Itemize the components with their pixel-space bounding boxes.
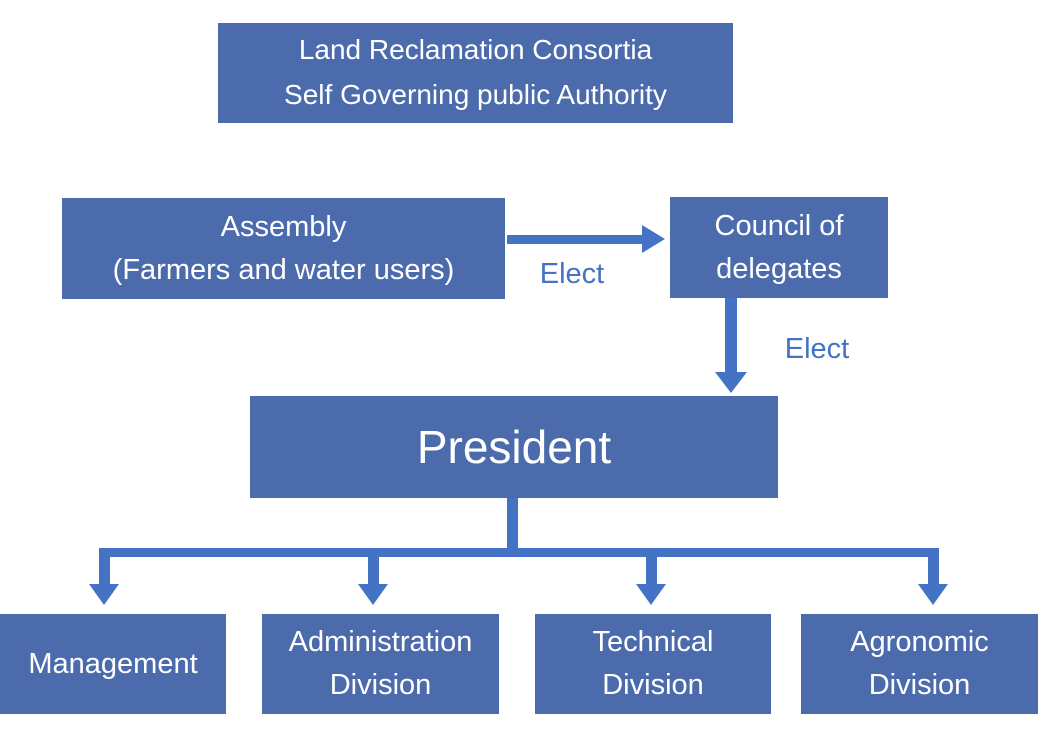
node-technical-box: Technical Division: [535, 614, 771, 714]
node-council-box: Council of delegates: [670, 197, 888, 298]
arrow-to-administration-head: [358, 584, 388, 605]
arrow-to-agronomic-shaft: [928, 548, 939, 585]
arrow-to-management-shaft: [99, 548, 110, 585]
node-agronomic-box: Agronomic Division: [801, 614, 1038, 714]
node-management-box: Management: [0, 614, 226, 714]
arrow-council-to-president-head: [715, 372, 747, 393]
connector-president-stub: [507, 498, 518, 557]
connector-horizontal-rail: [99, 548, 939, 557]
arrow-to-technical-shaft: [646, 548, 657, 585]
arrow-assembly-to-council-head: [642, 225, 665, 253]
arrow-assembly-to-council-shaft: [507, 235, 644, 244]
arrow-to-technical-head: [636, 584, 666, 605]
arrow-to-administration-shaft: [368, 548, 379, 585]
edge-label-elect-1: Elect: [539, 258, 605, 290]
node-authority-box: Land Reclamation Consortia Self Governin…: [218, 23, 733, 123]
edge-label-elect-2: Elect: [784, 333, 850, 365]
node-administration-box: Administration Division: [262, 614, 499, 714]
arrow-to-management-head: [89, 584, 119, 605]
node-president-box: President: [250, 396, 778, 498]
arrow-council-to-president-shaft: [725, 298, 737, 373]
arrow-to-agronomic-head: [918, 584, 948, 605]
node-assembly-box: Assembly (Farmers and water users): [62, 198, 505, 299]
